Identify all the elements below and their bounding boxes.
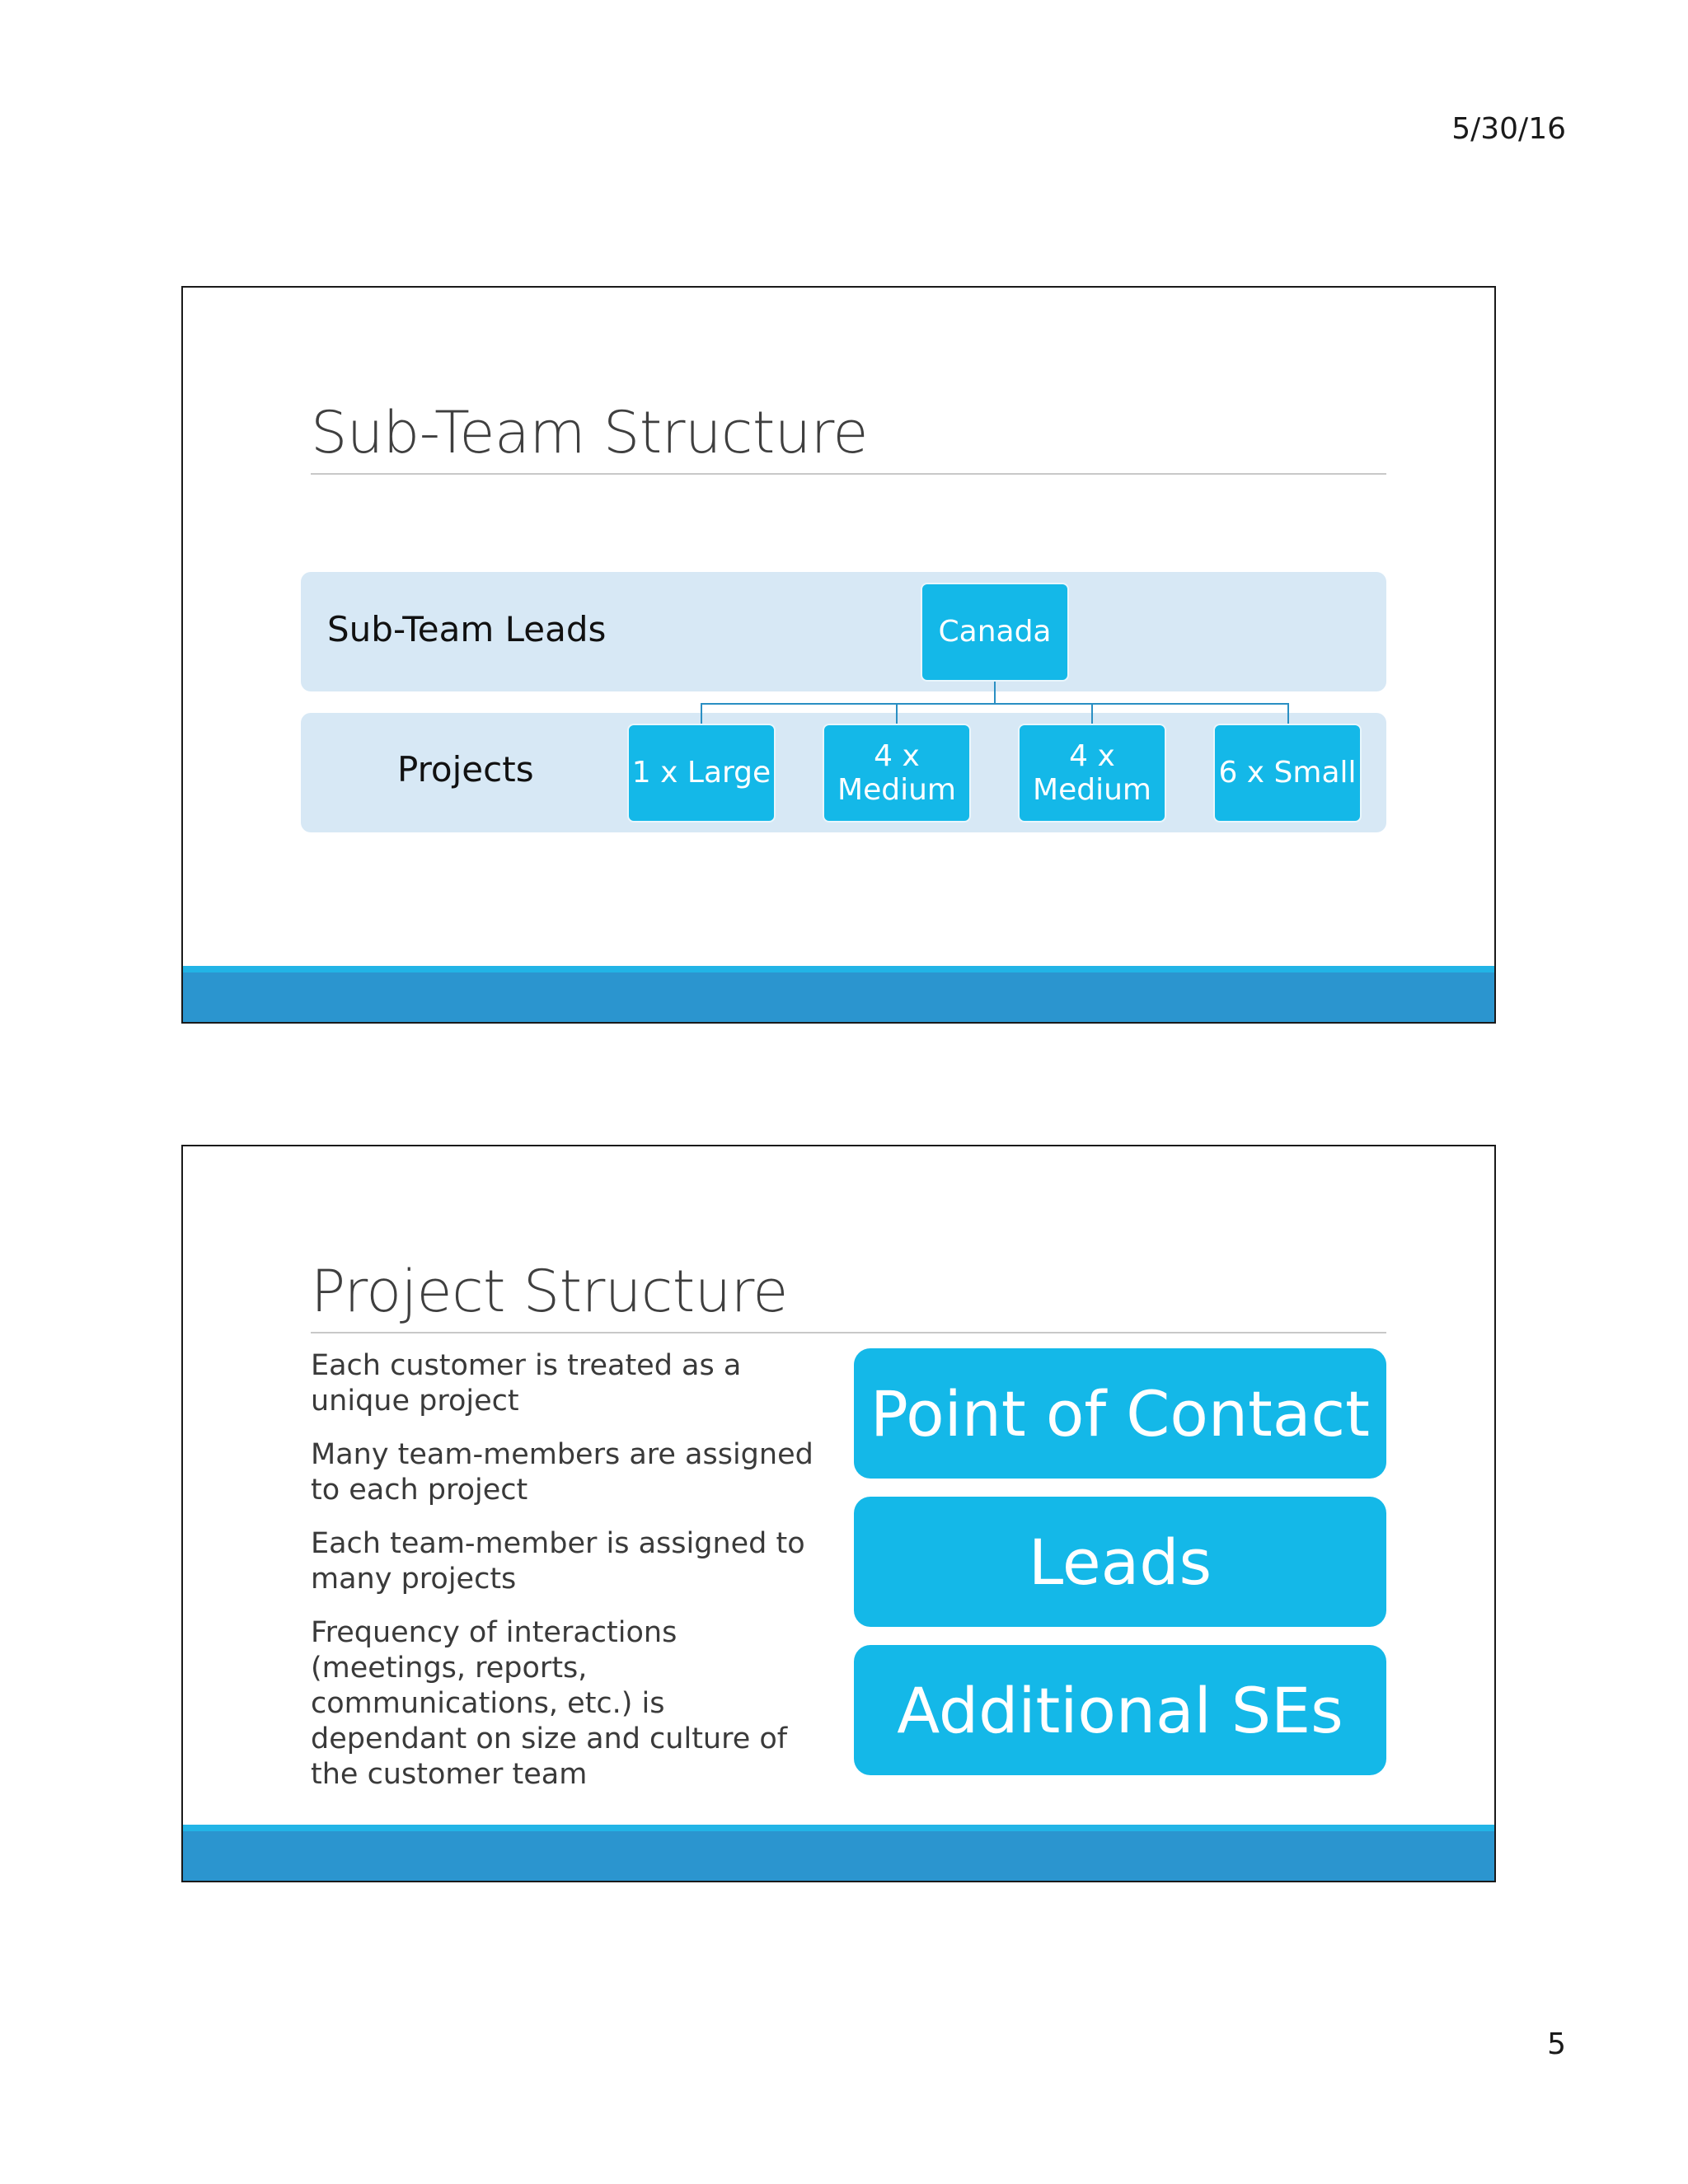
sub-team-leads-band bbox=[301, 572, 1386, 691]
footer-accent-line bbox=[183, 1825, 1494, 1831]
bullet-item: Each team-member is assigned to many pro… bbox=[311, 1527, 805, 1596]
node-project-2: 4 x Medium bbox=[823, 724, 971, 823]
role-additional-ses: Additional SEs bbox=[854, 1645, 1386, 1775]
slide-title: Project Structure bbox=[311, 1258, 788, 1325]
connector-horizontal bbox=[701, 703, 1289, 705]
bullet-item: Many team-members are assigned to each p… bbox=[311, 1438, 814, 1507]
bullet-item: Each customer is treated as a unique pro… bbox=[311, 1349, 742, 1418]
connector-vertical-root bbox=[994, 682, 996, 704]
page-date: 5/30/16 bbox=[1451, 112, 1566, 146]
node-canada: Canada bbox=[921, 583, 1069, 682]
node-project-1: 1 x Large bbox=[627, 724, 776, 823]
bullet-list: Each customer is treated as a unique pro… bbox=[311, 1348, 822, 1811]
node-project-4: 6 x Small bbox=[1213, 724, 1362, 823]
node-project-3: 4 x Medium bbox=[1018, 724, 1166, 823]
role-point-of-contact: Point of Contact bbox=[854, 1348, 1386, 1479]
page-number: 5 bbox=[1547, 2027, 1566, 2061]
footer-bar bbox=[183, 972, 1494, 1022]
title-divider bbox=[311, 1332, 1386, 1333]
slide-sub-team-structure: Sub-Team Structure Sub-Team Leads Projec… bbox=[181, 286, 1496, 1024]
title-divider bbox=[311, 473, 1386, 475]
projects-label: Projects bbox=[397, 749, 534, 790]
footer-bar bbox=[183, 1831, 1494, 1881]
slide-title: Sub-Team Structure bbox=[311, 399, 868, 466]
connector-branch-2 bbox=[896, 703, 898, 724]
connector-branch-1 bbox=[701, 703, 702, 724]
connector-branch-4 bbox=[1287, 703, 1289, 724]
connector-branch-3 bbox=[1091, 703, 1093, 724]
slide-project-structure: Project Structure Each customer is treat… bbox=[181, 1145, 1496, 1882]
sub-team-leads-label: Sub-Team Leads bbox=[327, 609, 607, 649]
role-leads: Leads bbox=[854, 1497, 1386, 1627]
bullet-item: Frequency of interactions (meetings, rep… bbox=[311, 1616, 788, 1791]
footer-accent-line bbox=[183, 966, 1494, 972]
